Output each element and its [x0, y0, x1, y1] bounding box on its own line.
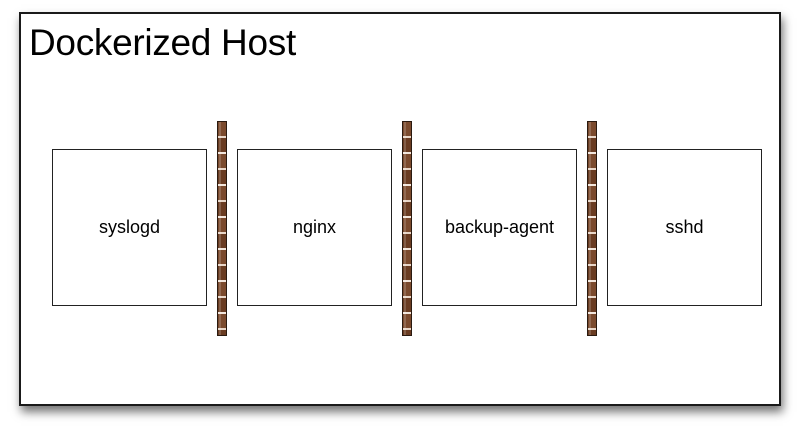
container-sshd: sshd: [607, 149, 762, 306]
isolation-wall-2: [402, 121, 412, 336]
container-nginx: nginx: [237, 149, 392, 306]
isolation-wall-1: [217, 121, 227, 336]
container-backup-agent: backup-agent: [422, 149, 577, 306]
host-title: Dockerized Host: [29, 22, 296, 63]
dockerized-host-frame: Dockerized Host syslogd nginx backup-age…: [19, 12, 781, 406]
container-syslogd: syslogd: [52, 149, 207, 306]
isolation-wall-3: [587, 121, 597, 336]
